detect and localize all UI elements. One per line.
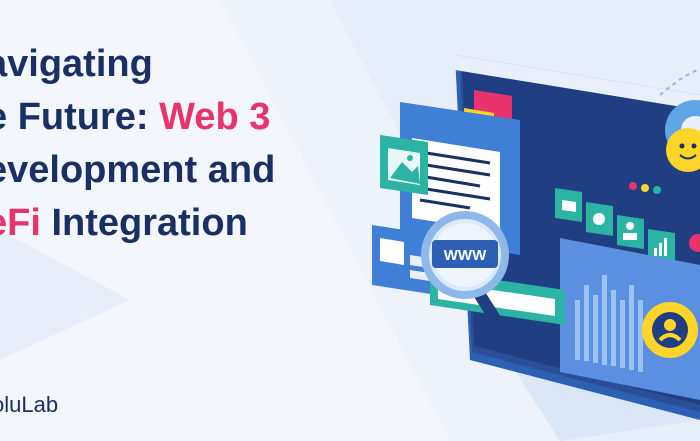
headline-line-1: avigating — [0, 43, 153, 85]
www-text: WWW — [444, 247, 487, 264]
brand-logo-text: oluLab — [0, 392, 59, 417]
icon-tiles — [555, 188, 675, 263]
window-dots — [629, 182, 661, 194]
magnifier-icon: WWW — [421, 211, 521, 356]
image-icon — [380, 135, 428, 195]
headline: avigating e Future: Web 3 evelopment and… — [0, 38, 275, 250]
headline-line-3: evelopment and — [0, 149, 276, 191]
chat-icon — [380, 238, 404, 265]
headline-line-4: eFi Integration — [0, 197, 275, 250]
analytics-panel — [560, 238, 700, 400]
headline-line-2: e Future: Web 3 — [0, 91, 275, 144]
headline-accent-defi: eFi — [0, 202, 41, 244]
heart-icon — [689, 234, 700, 252]
headline-line-4-text: Integration — [40, 202, 248, 244]
smiley-icon — [666, 128, 700, 172]
headline-line-2-text: e Future: — [0, 96, 160, 138]
user-badge-icon — [642, 302, 698, 358]
user-icon — [617, 215, 644, 249]
document-panel — [400, 102, 520, 255]
headline-accent-web3: Web 3 — [159, 96, 271, 138]
